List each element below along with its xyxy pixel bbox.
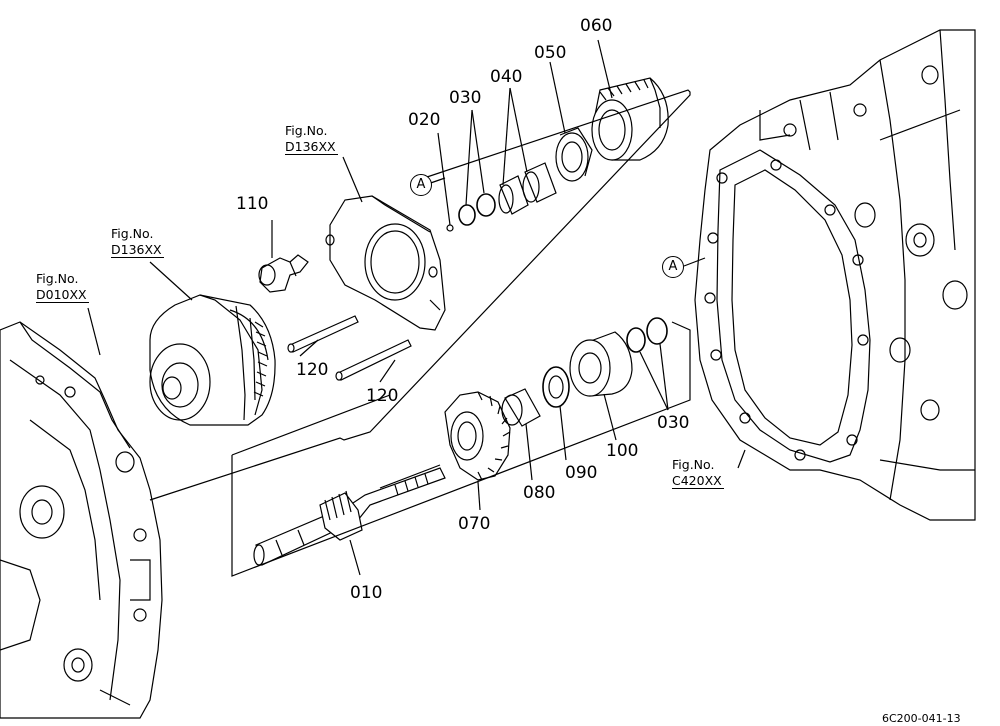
drawing-number: 6C200-041-13	[882, 712, 961, 725]
figure-ref-prefix: Fig.No.	[285, 123, 328, 138]
part-label-020: 020	[408, 110, 441, 130]
washer-090	[542, 366, 570, 408]
figure-ref-code: C420XX	[672, 472, 724, 490]
transmission-case	[694, 29, 976, 521]
part-label-010: 010	[350, 583, 383, 603]
part-label-060: 060	[580, 16, 613, 36]
part-label-070: 070	[458, 514, 491, 534]
figure-ref-code: D136XX	[285, 138, 338, 156]
part-label-120-upper: 120	[296, 360, 329, 380]
part-label-050: 050	[534, 43, 567, 63]
snap-rings-lower	[626, 317, 668, 353]
gear-060	[591, 77, 669, 161]
callout-frame-lower-top	[231, 394, 391, 456]
figure-ref-d136xx-drum: Fig.No. D136XX	[111, 226, 164, 259]
bearing-100	[569, 331, 633, 397]
callout-frame-lower	[231, 321, 691, 577]
figure-ref-d010xx: Fig.No. D010XX	[36, 271, 89, 304]
figure-ref-code: D136XX	[111, 241, 164, 259]
figure-ref-d136xx-cover: Fig.No. D136XX	[285, 123, 338, 156]
bearing-cover	[325, 195, 446, 331]
banjo-bolt	[258, 254, 309, 293]
washer-090-inner	[548, 375, 564, 399]
leader-lines	[87, 39, 746, 576]
figure-ref-code: D010XX	[36, 286, 89, 304]
snap-rings-upper	[458, 193, 496, 226]
reference-marker-a-upper: A	[410, 174, 432, 196]
shaft-010	[253, 464, 446, 566]
front-housing	[0, 321, 163, 719]
clutch-drum	[149, 294, 276, 426]
dowel-pins	[287, 315, 412, 381]
part-label-100: 100	[606, 441, 639, 461]
bushings	[498, 162, 557, 215]
needle-bearing-080	[501, 388, 541, 427]
part-label-030-lower: 030	[657, 413, 690, 433]
callout-frame-upper	[149, 89, 691, 501]
bearing-050	[555, 127, 593, 182]
gear-070	[444, 391, 511, 481]
figure-ref-prefix: Fig.No.	[672, 457, 715, 472]
part-label-120-lower: 120	[366, 386, 399, 406]
part-label-040: 040	[490, 67, 523, 87]
part-label-110: 110	[236, 194, 269, 214]
figure-ref-c420xx: Fig.No. C420XX	[672, 457, 724, 490]
part-label-090: 090	[565, 463, 598, 483]
figure-ref-prefix: Fig.No.	[111, 226, 154, 241]
part-label-080: 080	[523, 483, 556, 503]
reference-marker-a-right: A	[662, 256, 684, 278]
pin-020	[446, 224, 454, 232]
figure-ref-prefix: Fig.No.	[36, 271, 79, 286]
part-label-030-upper: 030	[449, 88, 482, 108]
